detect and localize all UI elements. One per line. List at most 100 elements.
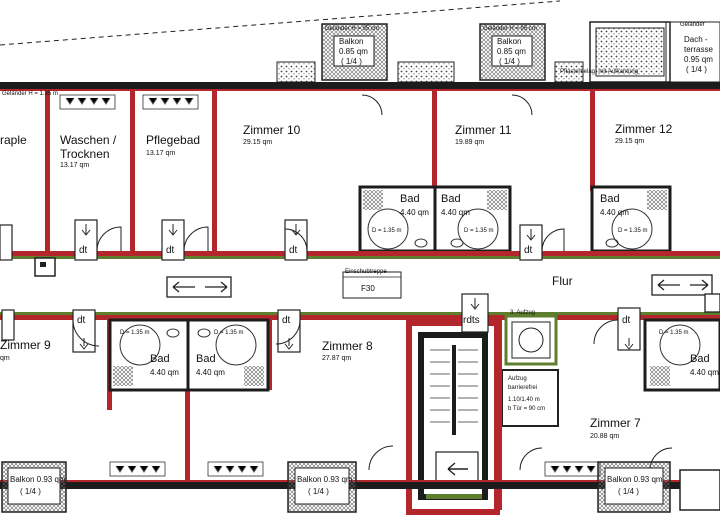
lift-line4: b Tür = 90 cm — [508, 406, 546, 412]
room-zimmer7-area: 20.88 qm — [590, 433, 620, 440]
room-zimmer9-label: Zimmer 9 — [0, 338, 51, 352]
escape-arrows — [166, 274, 713, 298]
balcony-top-2 — [479, 23, 546, 81]
door-tags-top — [0, 219, 543, 261]
balcony-bottom-2-label: Balkon 0.93 qm — [297, 475, 353, 484]
bath-top-3-area: 4.40 qm — [600, 208, 629, 217]
door-tag-6: dt — [282, 315, 291, 326]
balcony-bottom-3-share: ( 1/4 ) — [618, 487, 639, 496]
terrace-share: ( 1/4 ) — [686, 65, 707, 74]
room-kapelle-label: raple — [0, 133, 27, 147]
lift-line1: Aufzug — [508, 376, 527, 382]
corridor-lower-wall — [0, 312, 720, 320]
room-zimmer7-label: Zimmer 7 — [590, 416, 641, 430]
door-swings-bottom — [72, 319, 673, 471]
corner-column — [679, 469, 720, 511]
bath-top-1-label: Bad — [400, 193, 420, 205]
rdts-tag: rdts — [463, 315, 480, 326]
bath-block-bottom-2 — [186, 318, 270, 392]
planter-boxes-top — [276, 61, 584, 83]
balcony-bottom-2 — [287, 461, 357, 513]
balcony-bottom-1 — [1, 461, 67, 513]
bath-top-2-label: Bad — [441, 193, 461, 205]
elevator-shaft — [501, 314, 559, 427]
roof-terrace — [589, 21, 720, 83]
balcony-top-1-label: Balkon — [339, 37, 364, 46]
bath-block-bottom-1 — [108, 318, 190, 392]
terrace-label-1: Dach - — [684, 35, 708, 44]
door-tag-5: dt — [77, 315, 86, 326]
door-swings-top — [96, 94, 565, 252]
room-zimmer12-area: 29.15 qm — [615, 138, 645, 145]
turning-circle-1: D = 1.35 m — [372, 228, 402, 234]
corridor-upper-wall — [0, 251, 720, 259]
balcony-top-1-head: Geländer H = 95 cm — [325, 26, 379, 32]
door-tag-3: dt — [289, 245, 298, 256]
hatch-stair-box — [342, 271, 402, 299]
bath-top-1-area: 4.40 qm — [400, 208, 429, 217]
room-waschen-label-2: Trocknen — [60, 147, 110, 161]
window-hatches-bottom — [109, 461, 601, 477]
terrace-head: Geländer — [680, 22, 705, 28]
turning-circle-5: D = 1.35 m — [214, 330, 244, 336]
bath-top-3-label: Bad — [600, 193, 620, 205]
door-tag-4: dt — [524, 245, 533, 256]
room-zimmer10-area: 29.15 qm — [243, 139, 273, 146]
balcony-bottom-1-share: ( 1/4 ) — [20, 487, 41, 496]
room-zimmer8-label: Zimmer 8 — [322, 339, 373, 353]
lift-line2: barrierefrei — [508, 385, 538, 391]
f30-label: F30 — [361, 284, 375, 293]
balcony-top-2-head: Geländer H = 95 cm — [483, 26, 537, 32]
room-zimmer11-label: Zimmer 11 — [455, 123, 512, 137]
bath-bottom-1-label: Bad — [150, 353, 170, 365]
room-pflegebad-area: 13.17 qm — [146, 150, 176, 157]
room-zimmer12-label: Zimmer 12 — [615, 122, 673, 136]
bath-bottom-3-area: 4.40 qm — [690, 368, 719, 377]
balcony-top-2-label: Balkon — [497, 37, 522, 46]
bath-block-top-2 — [433, 185, 512, 253]
balcony-top-2-share: ( 1/4 ) — [499, 57, 520, 66]
bath-block-top-3 — [590, 185, 672, 253]
top-exterior-wall — [0, 82, 720, 89]
balcony-bottom-3 — [597, 461, 671, 513]
room-waschen-label-1: Waschen / — [60, 133, 117, 147]
balcony-top-1-area: 0.85 qm — [339, 47, 368, 56]
room-waschen-area: 13.17 qm — [60, 162, 90, 169]
hydrant-icon — [704, 293, 720, 313]
room-zimmer9-area: qm — [0, 355, 10, 362]
corridor-label: Flur — [552, 274, 573, 288]
balcony-top-2-area: 0.85 qm — [497, 47, 526, 56]
balcony-top-1 — [321, 23, 388, 81]
room-zimmer10-label: Zimmer 10 — [243, 123, 301, 137]
door-tag-7: dt — [622, 315, 631, 326]
top-partitions — [45, 91, 595, 251]
balcony-bottom-3-label: Balkon 0.93 qm — [607, 475, 663, 484]
bath-bottom-2-label: Bad — [196, 353, 216, 365]
bottom-exterior-wall — [0, 480, 720, 489]
door-tags-bottom — [1, 293, 641, 353]
bath-bottom-1-area: 4.40 qm — [150, 368, 179, 377]
room-zimmer11-area: 19.89 qm — [455, 139, 485, 146]
bath-block-bottom-3 — [643, 318, 720, 392]
balcony-bottom-1-label: Balkon 0.93 qm — [10, 475, 66, 484]
lift-line3: 1.10/1.40 m — [508, 397, 540, 403]
bath-top-2-area: 4.40 qm — [441, 208, 470, 217]
bath-block-top-1 — [358, 185, 437, 253]
terrace-note: Pflasterbelag, mit Aufkantung — [560, 69, 639, 75]
terrace-area: 0.95 qm — [684, 55, 713, 64]
bath-bottom-2-area: 4.40 qm — [196, 368, 225, 377]
corner-note: Geländer H = 1.35 m — [2, 91, 58, 97]
room-zimmer8-area: 27.87 qm — [322, 355, 352, 362]
balcony-top-1-share: ( 1/4 ) — [341, 57, 362, 66]
room-pflegebad-label: Pflegebad — [146, 133, 201, 147]
lift-head: 3. Aufzug — [510, 310, 536, 316]
terrace-label-2: terrasse — [684, 45, 713, 54]
turning-circle-4: D = 1.35 m — [120, 330, 150, 336]
balcony-bottom-2-share: ( 1/4 ) — [308, 487, 329, 496]
stair-label: Einschubtreppe — [345, 269, 387, 275]
door-tag-1: dt — [79, 245, 88, 256]
turning-circle-2: D = 1.35 m — [464, 228, 494, 234]
turning-circle-3: D = 1.35 m — [618, 228, 648, 234]
door-tag-2: dt — [166, 245, 175, 256]
